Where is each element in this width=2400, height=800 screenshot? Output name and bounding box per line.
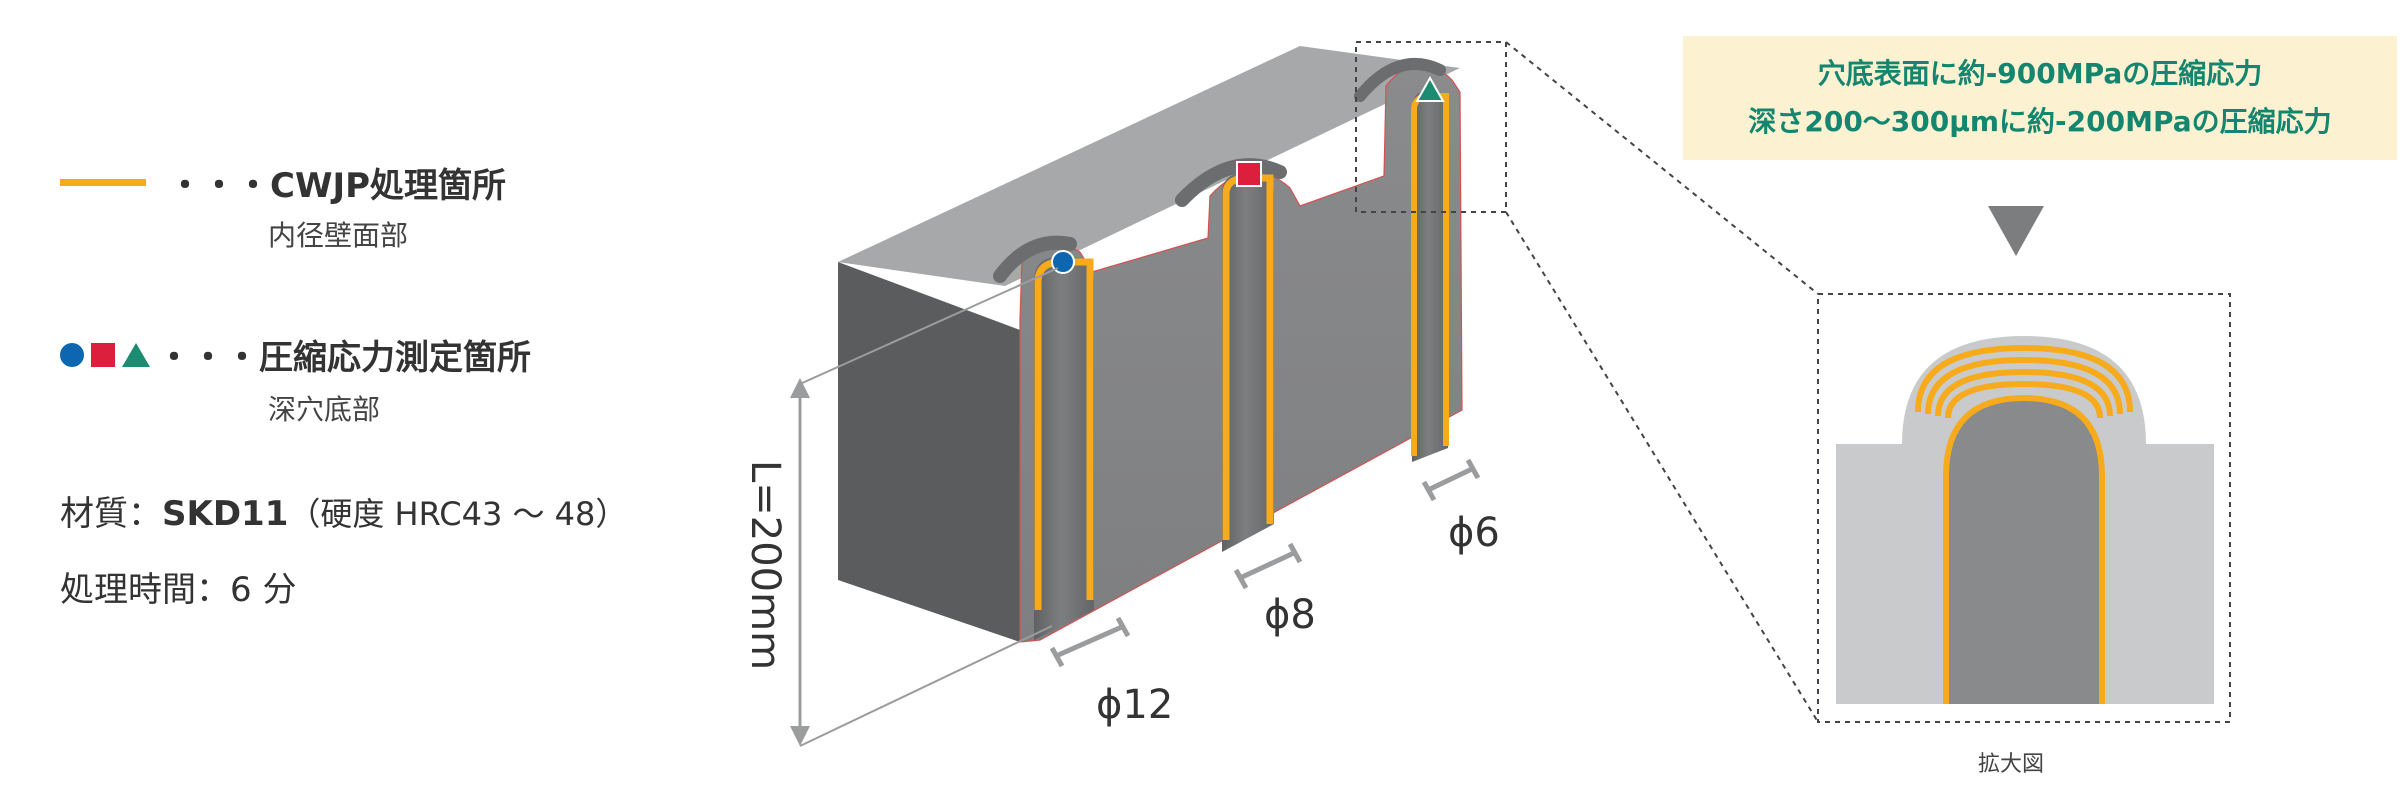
treatment-line-swatch	[60, 179, 146, 186]
legend-measure-sub: 深穴底部	[268, 393, 381, 426]
measure-point-triangle	[1415, 75, 1445, 102]
slot-bore-6	[1412, 90, 1448, 462]
block-top-face	[838, 46, 1460, 286]
material-hardness: （硬度 HRC43 〜 48）	[288, 495, 628, 533]
time-label: 処理時間：	[60, 570, 230, 610]
block-side-face	[838, 262, 1020, 642]
material-label: 材質：	[60, 494, 162, 534]
slot-rim-left	[993, 235, 1077, 283]
legend-measure: ・・・圧縮応力測定箇所	[60, 330, 531, 379]
detail-bore	[1944, 396, 2104, 704]
circle-marker-icon	[60, 342, 84, 367]
zoom-guide-bottom	[1505, 211, 1819, 723]
slot-rim-middle	[1175, 158, 1287, 207]
detail-treatment-line	[1943, 394, 2105, 704]
material-value: SKD11	[162, 494, 289, 534]
callout-line-1: 穴底表面に約-900MPaの圧縮応力	[1817, 57, 2263, 90]
legend-cwjp-label: ・・・CWJP処理箇所	[168, 166, 507, 206]
slot-bore-8	[1222, 172, 1274, 552]
detail-stress-arcs	[1915, 344, 2133, 419]
callout-line-2: 深さ200〜300μmに約-200MPaの圧縮応力	[1748, 105, 2332, 138]
length-ext-top	[799, 267, 1059, 385]
diameter-dim-6	[1421, 458, 1481, 502]
square-marker-icon	[91, 342, 115, 367]
legend-cwjp: ・・・CWJP処理箇所	[60, 158, 506, 207]
material-spec: 材質：SKD11（硬度 HRC43 〜 48）	[60, 486, 627, 535]
legend-measure-label: ・・・圧縮応力測定箇所	[157, 338, 531, 378]
length-arrow-top	[790, 378, 810, 398]
length-arrow-bottom	[790, 726, 810, 746]
diameter-dim-12	[1049, 616, 1131, 668]
length-ext-bottom	[799, 625, 1053, 747]
slot-rim-right	[1354, 57, 1446, 102]
measure-point-square	[1236, 161, 1262, 187]
callout-pointer-icon	[1988, 206, 2044, 256]
diameter-label-8: ϕ8	[1264, 592, 1316, 638]
legend-cwjp-sub: 内径壁面部	[268, 219, 409, 252]
time-value: 6 分	[230, 570, 297, 610]
length-label: L=200mm	[742, 460, 788, 670]
time-spec: 処理時間：6 分	[60, 562, 296, 611]
zoom-guide-top	[1505, 41, 1819, 295]
diameter-label-12: ϕ12	[1096, 682, 1173, 728]
diameter-label-6: ϕ6	[1448, 510, 1500, 556]
slot-bore-12	[1034, 256, 1094, 640]
diameter-dim-8	[1233, 542, 1303, 590]
zoom-source-box	[1355, 41, 1507, 213]
triangle-marker-icon	[122, 342, 150, 367]
stress-callout: 穴底表面に約-900MPaの圧縮応力 深さ200〜300μmに約-200MPaの…	[1683, 36, 2397, 160]
detail-caption: 拡大図	[1978, 752, 2045, 777]
